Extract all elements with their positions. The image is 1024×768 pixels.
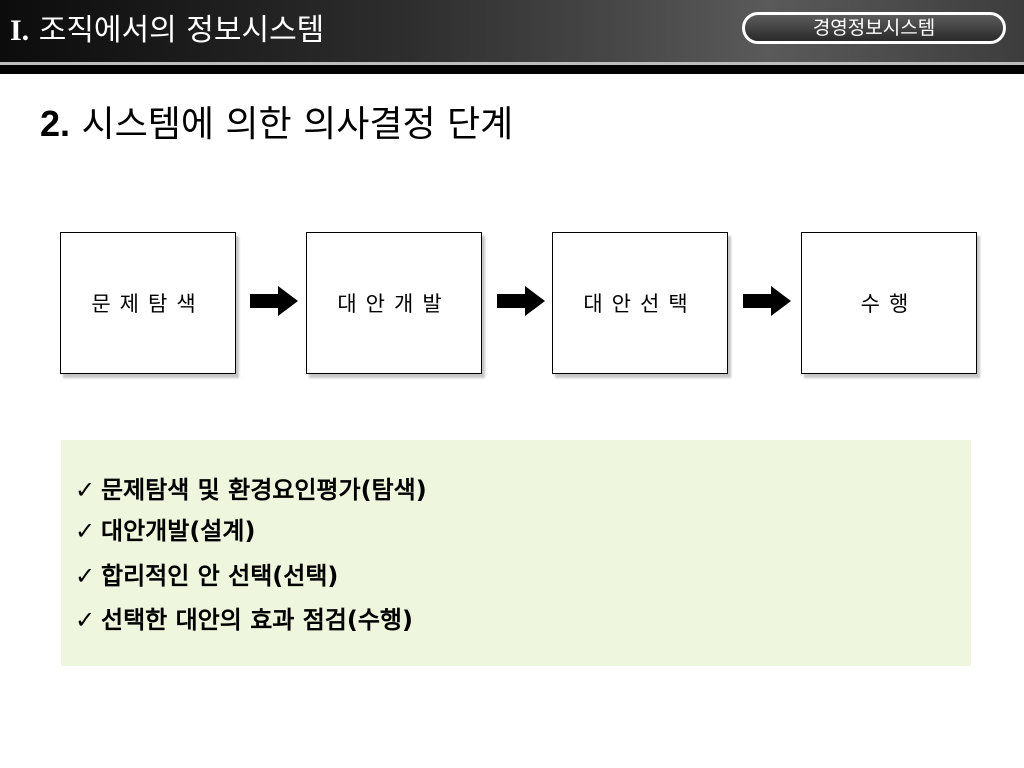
arrow-right-icon (743, 286, 791, 316)
check-icon: ✓ (75, 517, 96, 545)
section-number: 2. (40, 103, 71, 144)
note-text: 대안개발(설계) (101, 517, 256, 545)
check-icon: ✓ (75, 562, 96, 590)
header-stripe-dark (0, 65, 1024, 74)
note-item: ✓문제탐색 및 환경요인평가(탐색) (75, 470, 427, 510)
check-icon: ✓ (75, 606, 96, 634)
arrow-right-icon (497, 286, 545, 316)
note-text: 선택한 대안의 효과 점검(수행) (101, 606, 413, 634)
notes-panel: ✓문제탐색 및 환경요인평가(탐색) ✓대안개발(설계) ✓합리적인 안 선택(… (61, 440, 971, 666)
arrow-right-icon (250, 286, 298, 316)
step-box-explore: 문제탐색 (60, 232, 236, 374)
header-bar: I. 조직에서의 정보시스템 경영정보시스템 (0, 0, 1024, 62)
step-box-execute: 수행 (801, 232, 977, 374)
section-title: 2. 시스템에 의한 의사결정 단계 (40, 96, 513, 152)
header-stripe-light (0, 62, 1024, 65)
note-text: 문제탐색 및 환경요인평가(탐색) (101, 476, 427, 504)
note-text: 합리적인 안 선택(선택) (101, 562, 339, 590)
note-item: ✓선택한 대안의 효과 점검(수행) (75, 600, 413, 640)
header-title-text: 조직에서의 정보시스템 (38, 13, 325, 48)
section-title-text: 시스템에 의한 의사결정 단계 (81, 104, 514, 145)
header-badge: 경영정보시스템 (742, 12, 1006, 44)
note-item: ✓합리적인 안 선택(선택) (75, 556, 338, 596)
note-item: ✓대안개발(설계) (75, 511, 255, 551)
header-number: I. (10, 14, 30, 47)
header-title: I. 조직에서의 정보시스템 (10, 8, 324, 54)
step-box-develop: 대안개발 (306, 232, 482, 374)
step-box-select: 대안선택 (552, 232, 728, 374)
check-icon: ✓ (75, 476, 96, 504)
